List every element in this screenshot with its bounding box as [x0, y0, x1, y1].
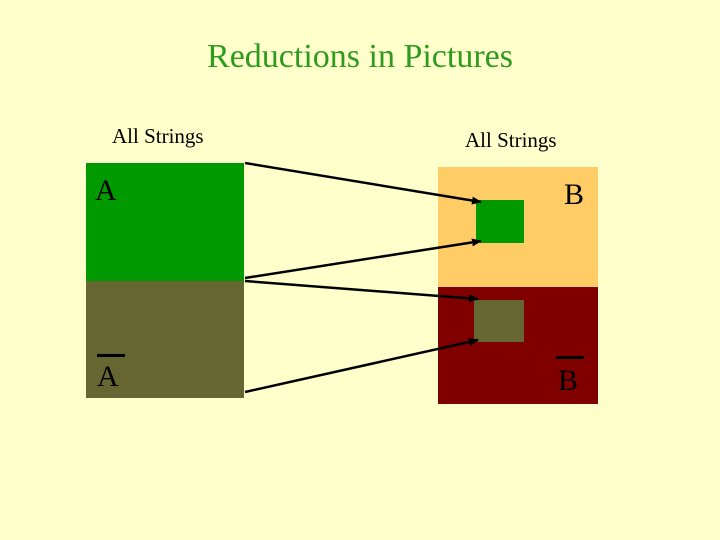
arrow-a-to-b-top: [244, 161, 482, 205]
complement-b-overline: [556, 356, 584, 359]
slide-title: Reductions in Pictures: [207, 38, 513, 75]
arrow-a-to-b-bottom: [244, 238, 482, 280]
set-a-label: A: [95, 174, 117, 207]
set-a-region: [86, 163, 244, 281]
complement-a-overline: [97, 354, 125, 357]
complement-a-label: A: [97, 360, 119, 393]
complement-a-region: [86, 281, 244, 398]
set-b-label: B: [564, 178, 585, 211]
arrow-complement-a-to-complement-b-bottom: [244, 338, 479, 394]
complement-b-label: B: [558, 364, 579, 397]
left-universe-label: All Strings: [112, 124, 204, 148]
image-of-a-square: [476, 200, 524, 243]
image-of-complement-a-square: [474, 300, 524, 342]
right-universe-label: All Strings: [465, 128, 557, 152]
arrow-complement-a-to-complement-b-top: [244, 279, 479, 303]
